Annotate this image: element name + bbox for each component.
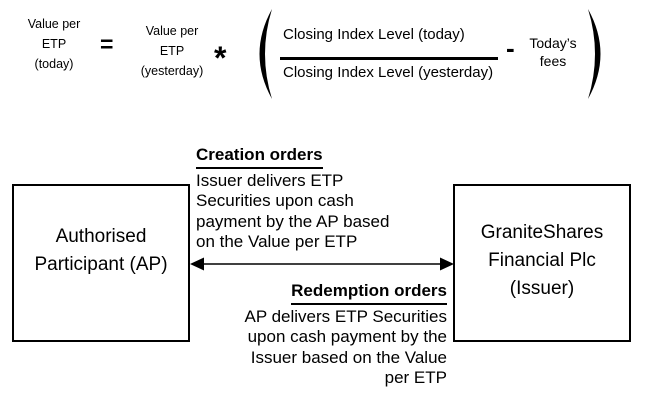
redemption-orders-body: AP delivers ETP Securities upon cash pay… [244,306,447,388]
issuer-box: GraniteShares Financial Plc (Issuer) [453,184,631,342]
issuer-label: GraniteShares Financial Plc (Issuer) [480,222,604,299]
multiply-sign: * [214,40,227,76]
value-today-label: Value per ETP (today) [27,17,81,71]
fraction-bar [280,57,498,60]
value-yesterday-label: Value per ETP (yesterday) [140,24,204,78]
todays-fees-label: Today’s fees [529,35,577,69]
minus-sign: - [506,33,515,63]
redemption-orders-note: Redemption orders AP delivers ETP Securi… [244,281,447,389]
open-paren-icon [259,9,272,99]
authorised-participant-box: Authorised Participant (AP) [12,184,190,342]
creation-orders-note: Creation orders Issuer delivers ETP Secu… [196,145,389,253]
fraction-denominator: Closing Index Level (yesterday) [283,64,494,81]
double-headed-arrow-icon [190,257,454,271]
creation-orders-body: Issuer delivers ETP Securities upon cash… [196,170,390,252]
authorised-participant-label: Authorised Participant (AP) [34,226,168,275]
creation-orders-title: Creation orders [196,145,323,169]
equals-sign: = [100,31,114,57]
close-paren-icon [588,9,601,99]
fraction-numerator: Closing Index Level (today) [283,26,465,43]
redemption-orders-title: Redemption orders [291,281,447,305]
